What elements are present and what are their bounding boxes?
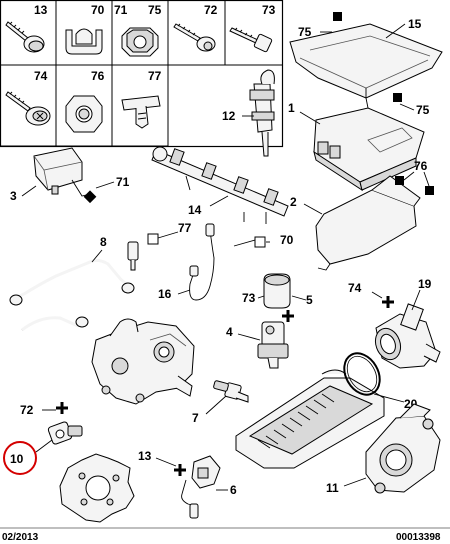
ecu-cover-15 (289, 23, 443, 109)
sensor-10 (47, 421, 83, 445)
nut-71-icon (121, 27, 159, 57)
callout-77: 77 (178, 221, 192, 235)
actuator-4 (257, 321, 289, 369)
grid-label-13: 13 (34, 3, 48, 17)
bolt-13-icon (5, 21, 45, 53)
callout-75-right: 75 (416, 103, 430, 117)
callout-7: 7 (192, 411, 199, 425)
footer-date: 02/2013 (2, 532, 39, 543)
footer-code: 00013398 (396, 532, 441, 543)
callout-14: 14 (188, 203, 202, 217)
callout-5: 5 (306, 293, 313, 307)
bolt-72-icon (173, 23, 216, 52)
pipe-8 (9, 258, 135, 332)
cap-5 (263, 273, 291, 309)
grid-label-71: 71 (114, 3, 128, 17)
grid-label-70: 70 (91, 3, 105, 17)
callout-12: 12 (222, 109, 236, 123)
target-wheel (59, 453, 135, 523)
temp-sensor-7 (213, 380, 249, 403)
thermostat-housing (91, 318, 195, 405)
throttle-body-11 (365, 403, 441, 494)
grid-label-73: 73 (262, 3, 276, 17)
screw-74-icon (5, 91, 51, 126)
callout-3: 3 (10, 189, 17, 203)
callout-1: 1 (288, 101, 295, 115)
callout-13: 13 (138, 449, 152, 463)
air-flow-meter-19 (374, 303, 441, 369)
clip-77-icon (121, 95, 161, 129)
callout-10: 10 (10, 452, 24, 466)
injector-12 (249, 69, 275, 157)
bolt-73-icon (229, 27, 273, 53)
o-ring-20 (343, 352, 381, 396)
fuel-rail-14 (151, 146, 289, 224)
callout-19: 19 (418, 277, 432, 291)
callout-72: 72 (20, 403, 34, 417)
ecu-1 (313, 107, 425, 192)
callout-75-top: 75 (298, 25, 312, 39)
callout-4: 4 (226, 325, 233, 339)
callout-71: 71 (116, 175, 130, 189)
callout-6: 6 (230, 483, 237, 497)
grid-label-74: 74 (34, 69, 48, 83)
callout-2: 2 (290, 195, 297, 209)
clip-70-icon (65, 28, 103, 55)
callout-74: 74 (348, 281, 362, 295)
relay-3 (33, 147, 91, 197)
highlight-circle (3, 441, 37, 475)
camshaft-sensor-6 (181, 455, 221, 519)
callout-8: 8 (100, 235, 107, 249)
grid-label-76: 76 (91, 69, 105, 83)
callout-76: 76 (414, 159, 428, 173)
sensor-harness-16 (147, 223, 266, 301)
nut-76-icon (65, 95, 103, 133)
grid-label-72: 72 (204, 3, 218, 17)
ecu-bracket-2 (315, 175, 421, 271)
grid-label-75: 75 (148, 3, 162, 17)
callout-11: 11 (326, 481, 339, 495)
hardware-grid: 13 70 71 75 72 73 74 76 77 (0, 0, 284, 148)
callout-73: 73 (242, 291, 256, 305)
callout-15: 15 (408, 17, 422, 31)
pressure-sensor (127, 241, 139, 271)
intake-manifold (235, 369, 385, 469)
callout-16: 16 (158, 287, 172, 301)
callout-70: 70 (280, 233, 294, 247)
grid-label-77: 77 (148, 69, 162, 83)
